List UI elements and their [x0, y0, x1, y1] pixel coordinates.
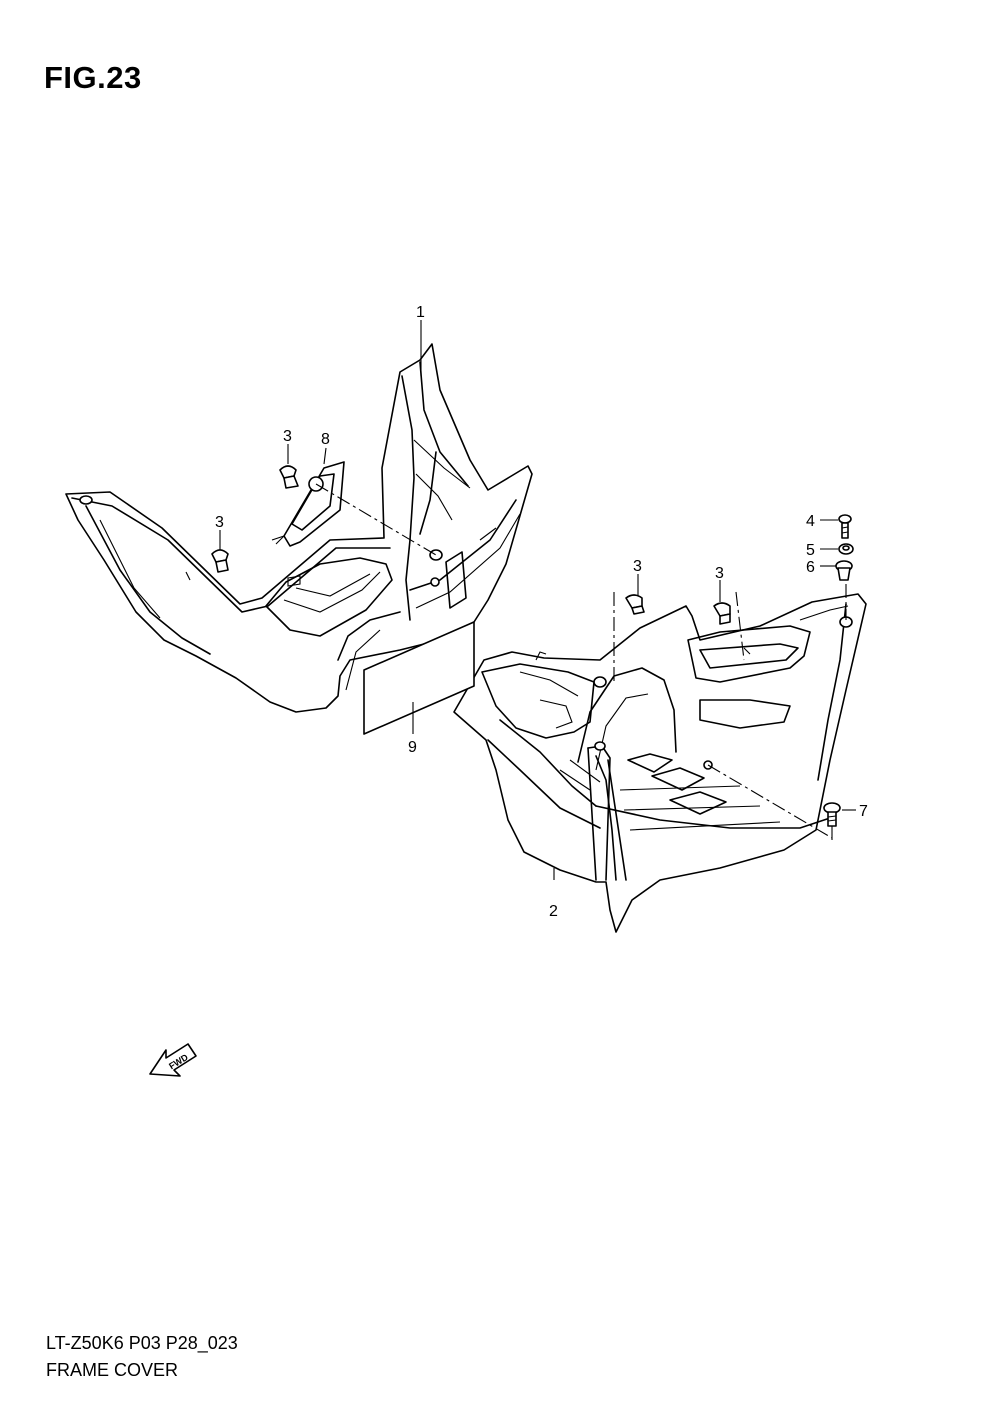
callout-3: 3: [215, 514, 224, 531]
callout-2: 2: [549, 903, 558, 920]
assembly-lines: [271, 483, 847, 840]
leader-lines: [219, 320, 856, 880]
callout-3: 3: [715, 565, 724, 582]
clip-fastener-2: [211, 549, 229, 573]
callout-8: 8: [321, 431, 330, 448]
washer-5: [838, 543, 854, 555]
figure-title: FIG.23: [44, 60, 142, 95]
callout-9: 9: [408, 739, 417, 756]
clip-fastener-1: [279, 465, 299, 489]
clip-fastener-3: [625, 594, 645, 615]
part-frame-cover-left: [65, 343, 533, 713]
callout-3: 3: [283, 428, 292, 445]
grommet-6: [835, 560, 853, 581]
part-plate: [363, 621, 475, 735]
screw-4: [838, 514, 852, 539]
clip-fastener-4: [713, 602, 731, 625]
callout-1: 1: [416, 304, 425, 321]
callout-7: 7: [859, 803, 868, 820]
fwd-arrow-icon: FWD: [149, 1043, 197, 1077]
callout-5: 5: [806, 542, 815, 559]
part-bracket: [275, 461, 345, 547]
callouts: 1 2 3 3 3 3 4 5 6 7 8 9: [215, 304, 868, 920]
part-frame-cover-right: [453, 593, 867, 933]
footer-diagram-name: FRAME COVER: [46, 1360, 179, 1380]
callout-3: 3: [633, 558, 642, 575]
footer-diagram-code: LT-Z50K6 P03 P28_023: [46, 1333, 238, 1353]
callout-4: 4: [806, 513, 815, 530]
callout-6: 6: [806, 559, 815, 576]
bolt-7: [823, 802, 841, 827]
